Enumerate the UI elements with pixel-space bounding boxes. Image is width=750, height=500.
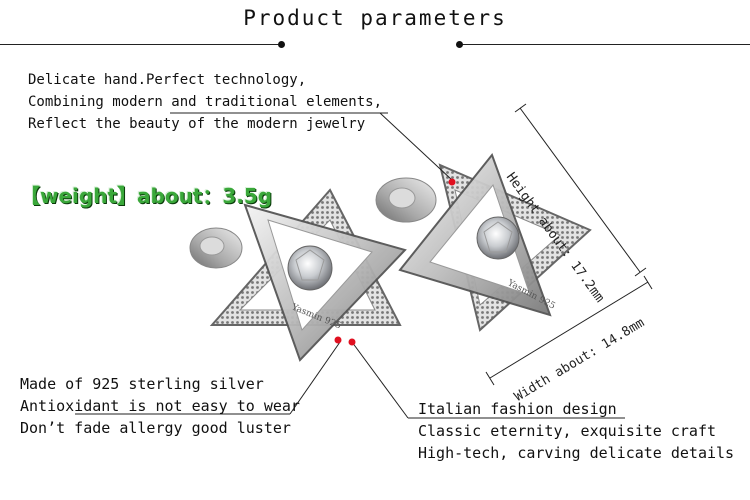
callout-intro: [170, 112, 453, 181]
left-earring-post: [189, 227, 243, 269]
intro-text: Delicate hand.Perfect technology, Combin…: [28, 69, 382, 135]
header-dot-left: [278, 41, 285, 48]
material-line: Don’t fade allergy good luster: [20, 419, 291, 437]
page-title: Product parameters: [243, 6, 507, 30]
left-earring-star: [209, 188, 407, 362]
intro-line: Combining modern and traditional element…: [28, 94, 383, 110]
design-line: Classic eternity, exquisite craft: [418, 422, 717, 440]
callout-marker: [348, 338, 356, 346]
design-line: Italian fashion design: [418, 400, 617, 418]
material-text: Made of 925 sterling silver Antioxidant …: [20, 373, 300, 439]
material-line: Antioxidant is not easy to wear: [20, 397, 300, 415]
weight-label: 【weight】about：3.5g: [20, 184, 273, 208]
callout-material: [75, 341, 341, 415]
header-dot-right: [456, 41, 463, 48]
material-line: Made of 925 sterling silver: [20, 375, 264, 393]
right-earring-star: [398, 152, 592, 332]
header-rule-right: [460, 44, 750, 45]
right-earring-post: [375, 177, 437, 223]
intro-line: Reflect the beauty of the modern jewelry: [28, 116, 366, 132]
callout-marker: [448, 178, 456, 186]
design-line: High-tech, carving delicate details: [418, 444, 735, 462]
intro-line: Delicate hand.Perfect technology,: [28, 72, 307, 88]
design-text: Italian fashion design Classic eternity,…: [418, 398, 734, 464]
height-dimension: [514, 103, 647, 277]
width-dimension: [485, 275, 653, 386]
header-rule-left: [0, 44, 282, 45]
callout-marker: [334, 336, 342, 344]
callout-design: [351, 341, 625, 419]
